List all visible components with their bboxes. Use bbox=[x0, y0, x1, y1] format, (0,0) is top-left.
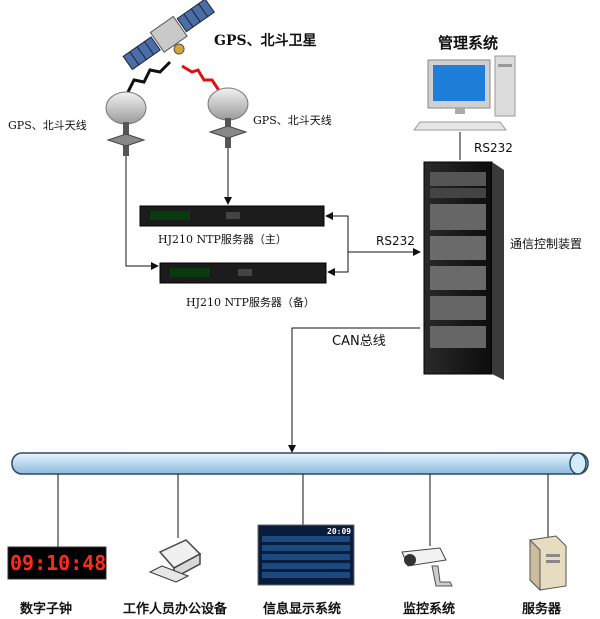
ntp-backup-label: HJ210 NTP服务器（备） bbox=[186, 296, 315, 309]
device-label-display: 信息显示系统 bbox=[263, 602, 342, 617]
rs232-backup-link bbox=[327, 252, 349, 276]
satellite-icon bbox=[122, 0, 215, 71]
management-label: 管理系统 bbox=[438, 34, 499, 52]
antenna-right-icon bbox=[207, 87, 249, 148]
server-tower-icon bbox=[529, 535, 567, 592]
signal-red bbox=[181, 64, 222, 93]
digital-clock-icon bbox=[7, 546, 107, 580]
can-bus-label: CAN总线 bbox=[332, 334, 386, 349]
comm-rack-icon bbox=[423, 161, 504, 380]
antenna-left-icon bbox=[105, 91, 147, 156]
antenna-left-to-backup bbox=[125, 156, 159, 270]
can-bus-link bbox=[288, 327, 420, 453]
bus-pipe bbox=[11, 452, 589, 475]
ntp-server-backup-icon bbox=[159, 262, 327, 284]
satellite-label: GPS、北斗卫星 bbox=[214, 33, 317, 49]
rs232-top-label: RS232 bbox=[474, 141, 513, 155]
office-computer-icon bbox=[148, 539, 202, 583]
rs232-main-link bbox=[325, 212, 349, 252]
device-label-cctv: 监控系统 bbox=[403, 602, 456, 617]
clock-readout: 09:10:48 bbox=[10, 551, 107, 575]
ntp-server-main-icon bbox=[139, 205, 325, 227]
device-label-office: 工作人员办公设备 bbox=[123, 602, 228, 617]
rs232-mid-label: RS232 bbox=[376, 234, 415, 248]
comm-device-label: 通信控制装置 bbox=[510, 237, 583, 251]
antenna-right-label: GPS、北斗天线 bbox=[253, 114, 332, 127]
ntp-main-label: HJ210 NTP服务器（主） bbox=[158, 233, 287, 246]
signal-black bbox=[126, 60, 172, 93]
display-clock-readout: 20:09 bbox=[327, 527, 352, 536]
info-display-icon bbox=[257, 524, 355, 586]
antenna-left-label: GPS、北斗天线 bbox=[8, 119, 87, 132]
device-label-server: 服务器 bbox=[522, 602, 562, 617]
management-computer-icon bbox=[413, 55, 516, 131]
device-label-clock: 数字子钟 bbox=[20, 602, 73, 617]
cctv-camera-icon bbox=[401, 547, 453, 587]
